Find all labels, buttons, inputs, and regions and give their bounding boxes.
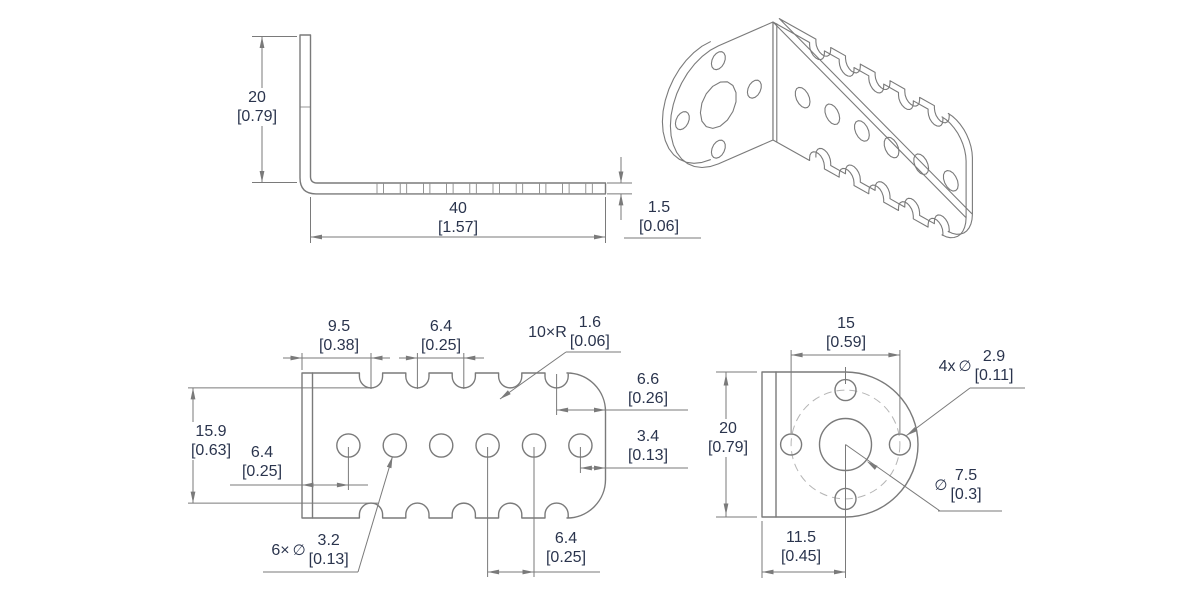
diameter-symbol: ∅ <box>958 357 972 375</box>
dim-plate-first-notch: 9.5 [0.38] <box>318 318 360 354</box>
dim-flange-center-hole: ∅ 7.5 [0.3] <box>934 467 982 503</box>
isometric-view <box>661 18 973 239</box>
dim-plate-inner-span: 15.9 [0.63] <box>187 422 235 460</box>
diameter-symbol: ∅ <box>934 476 948 494</box>
dim-plate-end-to-hole: 3.4 [0.13] <box>627 428 669 464</box>
dim-plate-notch-pitch: 6.4 [0.25] <box>420 318 462 354</box>
diameter-symbol: ∅ <box>292 541 306 559</box>
dim-plate-end-to-notch: 6.6 [0.26] <box>627 371 669 407</box>
dim-plate-hole-pitch: 6.4 [0.25] <box>545 530 587 566</box>
dim-flange-edge-to-center: 11.5 [0.45] <box>780 529 822 565</box>
dim-side-height: 20 [0.79] <box>233 88 281 126</box>
dim-side-length: 40 [1.57] <box>437 200 479 236</box>
dim-flange-mount-holes: 4x ∅ 2.9 [0.11] <box>938 348 1014 384</box>
dim-plate-hole-diameter: 6× ∅ 3.2 [0.13] <box>271 532 349 568</box>
dim-flange-height: 20 [0.79] <box>704 419 752 457</box>
dim-flange-hole-spacing: 15 [0.59] <box>825 315 867 351</box>
dim-plate-edge-to-hole: 6.4 [0.25] <box>241 444 283 480</box>
dim-plate-notch-radius: 10×R 1.6 [0.06] <box>528 314 610 350</box>
dim-side-thickness: 1.5 [0.06] <box>638 199 680 235</box>
flange-front-view <box>716 350 1025 578</box>
